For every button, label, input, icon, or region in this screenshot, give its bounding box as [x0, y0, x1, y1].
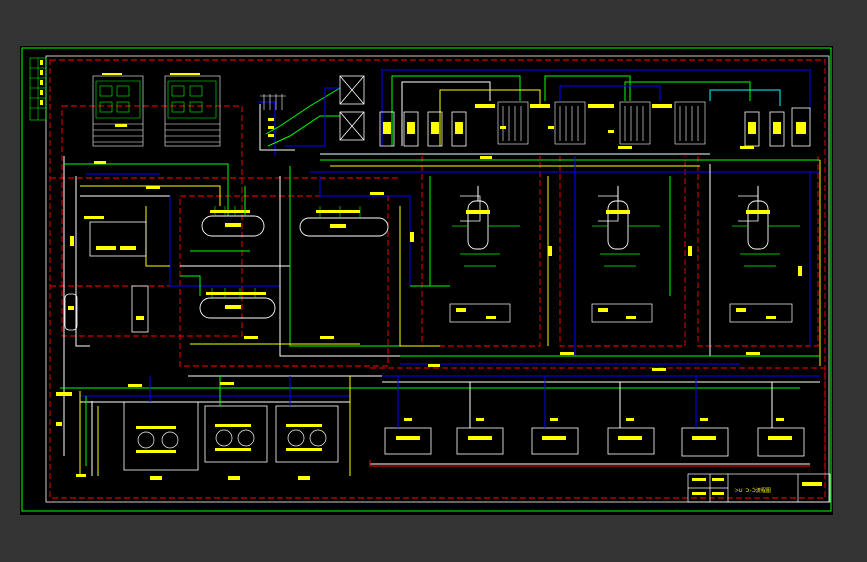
- process-flow-drawing: ᑀᑌ ᑐ-ᑑ流程图: [21, 47, 832, 512]
- left-margin-ticks: [30, 58, 46, 120]
- left-margin-glyphs: [40, 60, 43, 105]
- pump-tags: [136, 424, 322, 480]
- horizontal-vessels: [199, 215, 389, 319]
- reactor-3: [729, 186, 800, 323]
- reactor-1: [449, 186, 520, 323]
- title-block-cells: [692, 478, 822, 495]
- left-instruments: [64, 221, 149, 333]
- x-box-equipment: [339, 75, 365, 141]
- red-dashed-boundaries: [49, 59, 826, 499]
- top-pipe-rack: [381, 69, 811, 146]
- pump-units: [137, 429, 327, 449]
- misc-line-tags: [94, 146, 802, 387]
- pump-area-frames: [123, 401, 339, 471]
- bottom-left-tags: [56, 392, 86, 477]
- left-instrument-tags: [68, 216, 144, 320]
- tall-instrument-tags: [383, 122, 806, 134]
- reactor-2: [591, 186, 660, 323]
- reactor-feed-lines: [400, 156, 821, 366]
- cad-drawing-viewport[interactable]: ᑀᑌ ᑐ-ᑑ流程图: [20, 46, 833, 515]
- tall-instrument-boxes: [379, 107, 811, 147]
- bottom-tank-tags: [396, 418, 792, 440]
- left-middle-pipes: [63, 156, 290, 456]
- title-block: [687, 473, 831, 503]
- center-routing: [60, 166, 540, 403]
- vessel-tags: [206, 210, 360, 309]
- outer-frame: [21, 47, 832, 512]
- top-manifold-valves: [260, 94, 286, 110]
- filter-panel-labels: [102, 73, 200, 127]
- drawing-title: ᑀᑌ ᑐ-ᑑ流程图: [734, 487, 771, 494]
- inner-frame: [45, 55, 830, 503]
- top-manifold-tags: [268, 118, 274, 137]
- vessel-nozzles: [211, 206, 361, 298]
- bottom-tank-feeds: [369, 375, 820, 467]
- filter-panel-internals: [95, 80, 217, 119]
- manifold-clusters: [497, 101, 706, 145]
- bottom-tank-row: [384, 427, 805, 457]
- main-header-lines: [310, 153, 820, 173]
- manifold-tags: [475, 104, 672, 133]
- bottom-left-pipes: [79, 376, 351, 476]
- top-manifold-lines: [258, 87, 341, 156]
